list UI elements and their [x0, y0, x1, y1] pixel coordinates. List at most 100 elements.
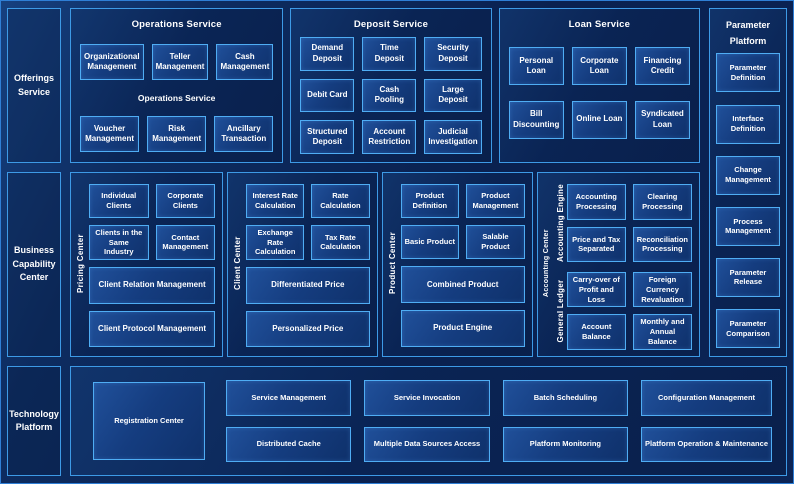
deposit-item: Debit Card	[300, 78, 355, 113]
rail-business-capability-center: Business Capability Center	[7, 172, 61, 357]
accounting-engine-section: Accounting Engine Accounting Processing …	[554, 184, 692, 262]
rail-offerings-service: Offerings Service	[7, 8, 61, 163]
parameter-item: Parameter Definition	[716, 53, 780, 93]
general-ledger-item: Account Balance	[566, 314, 626, 350]
operations-row-2: Voucher Management Risk Management Ancil…	[80, 116, 274, 152]
general-ledger-item: Monthly and Annual Balance	[632, 314, 692, 350]
deposit-item: Demand Deposit	[300, 37, 355, 71]
parameter-platform-list: Parameter Definition Interface Definitio…	[716, 51, 780, 348]
loan-service-title: Loan Service	[568, 19, 631, 30]
client-center-item: Tax Rate Calculation	[311, 224, 370, 261]
operations-service-panel: Operations Service Organizational Manage…	[70, 8, 284, 163]
pricing-center-item: Individual Clients	[89, 184, 149, 218]
parameter-item: Parameter Comparison	[716, 309, 780, 348]
product-center-label: Product Center	[387, 232, 397, 295]
client-center-item: Personalized Price	[246, 310, 370, 347]
technology-item: Configuration Management	[641, 380, 772, 416]
parameter-platform-title: Parameter Platform	[725, 20, 771, 47]
deposit-service-title: Deposit Service	[353, 19, 429, 30]
accounting-center-body: Accounting Engine Accounting Processing …	[552, 178, 694, 350]
pricing-center-item: Client Protocol Management	[89, 310, 216, 347]
product-center-item: Salable Product	[466, 225, 525, 260]
pricing-center-item: Client Relation Management	[89, 267, 216, 304]
accounting-engine-item: Reconciliation Processing	[632, 226, 692, 262]
deposit-item: Account Restriction	[362, 120, 417, 154]
deposit-service-panel: Deposit Service Demand Deposit Time Depo…	[290, 8, 492, 163]
pricing-center-item: Clients in the Same Industry	[89, 224, 149, 261]
loan-item: Personal Loan	[508, 47, 564, 86]
technology-item: Distributed Cache	[226, 426, 352, 462]
general-ledger-label: General Ledger	[555, 279, 565, 343]
product-center-grid: Product Definition Product Management Ba…	[399, 178, 527, 349]
parameter-item: Process Management	[716, 206, 780, 246]
client-center-label: Client Center	[233, 236, 243, 291]
technology-platform-panel: Registration Center Service Management S…	[70, 366, 787, 476]
operations-item: Ancillary Transaction	[214, 116, 274, 152]
loan-service-panel: Loan Service Personal Loan Corporate Loa…	[498, 8, 700, 163]
product-center-item: Product Management	[466, 184, 525, 219]
client-center-item: Interest Rate Calculation	[246, 184, 305, 218]
product-center-item: Product Engine	[400, 310, 525, 347]
product-center-item: Product Definition	[400, 184, 460, 219]
operations-service-title: Operations Service	[131, 19, 222, 30]
pricing-center-panel: Pricing Center Individual Clients Corpor…	[70, 172, 224, 357]
loan-item: Financing Credit	[634, 47, 690, 86]
technology-item: Multiple Data Sources Access	[364, 426, 490, 462]
parameter-platform-panel: Parameter Platform Parameter Definition …	[709, 8, 787, 357]
operations-row-1: Organizational Management Teller Managem…	[80, 44, 274, 80]
parameter-item: Change Management	[716, 155, 780, 195]
operations-service-sublabel: Operations Service	[137, 93, 216, 103]
technology-item: Batch Scheduling	[502, 380, 629, 416]
deposit-grid: Demand Deposit Time Deposit Security Dep…	[300, 37, 482, 154]
business-capability-row: Pricing Center Individual Clients Corpor…	[70, 172, 700, 357]
general-ledger-item: Carry-over of Profit and Loss	[566, 272, 626, 308]
accounting-engine-item: Price and Tax Separated	[566, 226, 626, 262]
parameter-item: Parameter Release	[716, 257, 780, 297]
operations-item: Voucher Management	[80, 116, 140, 152]
pricing-center-label: Pricing Center	[76, 234, 85, 293]
general-ledger-grid: Carry-over of Profit and Loss Foreign Cu…	[566, 272, 692, 350]
registration-center-box: Registration Center	[93, 382, 205, 460]
technology-item: Platform Monitoring	[502, 426, 629, 462]
deposit-item: Security Deposit	[424, 37, 482, 71]
loan-item: Syndicated Loan	[634, 100, 690, 139]
client-center-item: Differentiated Price	[246, 267, 370, 304]
technology-item: Service Management	[226, 380, 352, 416]
operations-item: Risk Management	[147, 116, 207, 152]
parameter-item: Interface Definition	[716, 104, 780, 144]
deposit-item: Structured Deposit	[300, 120, 355, 154]
general-ledger-section: General Ledger Carry-over of Profit and …	[554, 272, 692, 350]
accounting-engine-grid: Accounting Processing Clearing Processin…	[566, 184, 692, 262]
loan-item: Bill Discounting	[508, 100, 564, 139]
client-center-grid: Interest Rate Calculation Rate Calculati…	[244, 178, 371, 349]
product-center-item: Combined Product	[400, 266, 525, 304]
loan-item: Online Loan	[571, 100, 627, 139]
product-center-panel: Product Center Product Definition Produc…	[381, 172, 533, 357]
deposit-item: Cash Pooling	[362, 78, 417, 113]
technology-item: Service Invocation	[364, 380, 490, 416]
loan-item: Corporate Loan	[571, 47, 627, 86]
product-center-item: Basic Product	[400, 225, 460, 260]
operations-item: Cash Management	[216, 44, 274, 80]
general-ledger-item: Foreign Currency Revaluation	[632, 272, 692, 308]
pricing-center-item: Corporate Clients	[155, 184, 216, 218]
client-center-panel: Client Center Interest Rate Calculation …	[227, 172, 378, 357]
deposit-item: Judicial Investigation	[424, 120, 482, 154]
deposit-item: Time Deposit	[362, 37, 417, 71]
pricing-center-grid: Individual Clients Corporate Clients Cli…	[87, 178, 217, 349]
operations-item: Organizational Management	[80, 44, 144, 80]
offerings-row: Operations Service Organizational Manage…	[70, 8, 700, 163]
technology-item: Platform Operation & Maintenance	[641, 426, 772, 462]
pricing-center-item: Contact Management	[155, 224, 216, 261]
accounting-center-panel: Accounting Center Accounting Engine Acco…	[536, 172, 700, 357]
accounting-engine-label: Accounting Engine	[555, 184, 565, 262]
deposit-item: Large Deposit	[424, 78, 482, 113]
accounting-engine-item: Accounting Processing	[566, 184, 626, 220]
accounting-center-label: Accounting Center	[542, 229, 550, 298]
client-center-item: Exchange Rate Calculation	[246, 224, 305, 261]
client-center-item: Rate Calculation	[311, 184, 370, 218]
operations-item: Teller Management	[151, 44, 209, 80]
accounting-engine-item: Clearing Processing	[632, 184, 692, 220]
loan-grid: Personal Loan Corporate Loan Financing C…	[508, 32, 690, 154]
